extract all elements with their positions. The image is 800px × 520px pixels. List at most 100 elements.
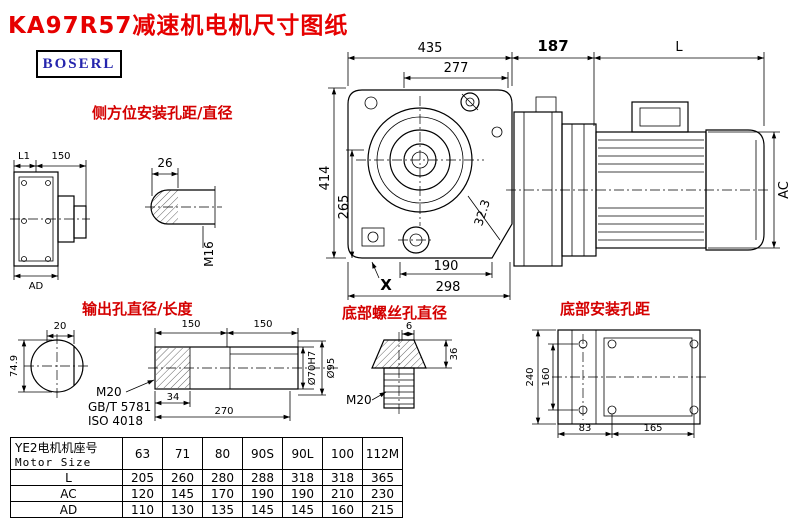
dim-hole-26: 26 <box>151 156 179 196</box>
dim-boss-95: Ø95 <box>298 340 337 396</box>
row-label: AD <box>10 501 123 518</box>
dim-240: 240 <box>525 367 536 386</box>
bottom-view <box>552 329 706 425</box>
table-cell: 260 <box>162 469 203 486</box>
output-shaft-end-view <box>24 334 90 398</box>
dim-AC: AC <box>777 181 792 199</box>
label-output-hole: 输出孔直径/长度 <box>82 300 193 318</box>
bolt-hole-icon <box>364 96 378 110</box>
dim-foot-83: 83 <box>557 414 613 438</box>
table-cell: 318 <box>282 469 323 486</box>
dim-L: L <box>675 40 683 55</box>
dim-26: 26 <box>157 156 172 170</box>
table-cell: 210 <box>322 485 363 502</box>
dim-screw-36: 36 <box>414 339 460 369</box>
dim-20: 20 <box>54 321 67 332</box>
dim-motor-fixed: 187 <box>512 37 595 126</box>
col-header: 63 <box>122 437 163 470</box>
table-cell: 205 <box>122 469 163 486</box>
table-cell: 288 <box>242 469 283 486</box>
dim-160: 160 <box>541 367 552 386</box>
dim-95: Ø95 <box>325 358 337 379</box>
col-header: 90S <box>242 437 283 470</box>
dim-277: 277 <box>444 61 469 76</box>
table-cell: 170 <box>202 485 243 502</box>
table-cell: 110 <box>122 501 163 518</box>
dim-bore-34: 34 <box>154 391 191 421</box>
brand-logo: BOSERL <box>36 50 122 78</box>
dim-hole-m16: M16 <box>202 226 216 267</box>
dim-motor-diameter: AC <box>708 131 792 249</box>
x-marker: X <box>371 261 392 294</box>
dim-70H7: Ø70H7 <box>306 351 318 385</box>
table-row: L 205 260 280 288 318 318 365 <box>10 469 403 486</box>
dim-base-span: 190 <box>399 259 493 278</box>
table-header-en: Motor Size <box>15 455 92 469</box>
dim-shaft-150b: 150 <box>226 319 299 347</box>
col-header: 100 <box>322 437 363 470</box>
rear-view <box>10 171 90 267</box>
dim-motor-length: L <box>594 40 765 126</box>
col-header: 80 <box>202 437 243 470</box>
table-cell: 365 <box>362 469 403 486</box>
motor-size-table: YE2电机机座号 Motor Size 63 71 80 90S 90L 100… <box>10 437 403 518</box>
front-view <box>347 89 513 259</box>
label-side-mount: 侧方位安装孔距/直径 <box>92 104 233 122</box>
table-header-row: YE2电机机座号 Motor Size 63 71 80 90S 90L 100… <box>10 437 403 470</box>
col-header: 71 <box>162 437 203 470</box>
dim-270: 270 <box>214 406 233 417</box>
dim-screw-6: 6 <box>401 321 415 340</box>
label-bottom-screw: 底部螺丝孔直径 <box>342 304 448 322</box>
dim-435: 435 <box>418 41 443 56</box>
table-cell: 145 <box>282 501 323 518</box>
table-cell: 318 <box>322 469 363 486</box>
table-header-cell: YE2电机机座号 Motor Size <box>10 437 123 470</box>
dim-414: 414 <box>318 166 333 191</box>
table-row: AD 110 130 135 145 145 160 215 <box>10 501 403 518</box>
dim-165: 165 <box>643 423 662 434</box>
dim-L1: L1 <box>18 151 30 162</box>
dim-foot-160: 160 <box>541 343 578 411</box>
bottom-screw-detail <box>371 332 427 416</box>
table-cell: 135 <box>202 501 243 518</box>
dim-base-width: 298 <box>347 262 511 300</box>
table-cell: 130 <box>162 501 203 518</box>
dim-AD: AD <box>29 281 44 292</box>
table-row: AC 120 145 170 190 190 210 230 <box>10 485 403 502</box>
terminal-box <box>631 101 689 133</box>
label-bottom-mount: 底部安装孔距 <box>560 300 651 318</box>
dim-shaft-749: 74.9 <box>9 339 52 393</box>
table-cell: 145 <box>162 485 203 502</box>
dim-187: 187 <box>537 37 568 55</box>
table-header-cn: YE2电机机座号 <box>15 440 98 455</box>
dim-190: 190 <box>434 259 459 274</box>
dim-34: 34 <box>167 392 180 403</box>
dim-overall-width: 435 <box>347 41 513 86</box>
label-shaft-m20: M20 <box>96 379 155 399</box>
table-cell: 120 <box>122 485 163 502</box>
page-title: KA97R57减速机电机尺寸图纸 <box>8 13 349 39</box>
dim-center-height: 265 <box>337 149 364 258</box>
row-label: L <box>10 469 123 486</box>
table-cell: 190 <box>242 485 283 502</box>
dim-6: 6 <box>406 321 412 332</box>
dim-265: 265 <box>337 195 352 220</box>
dim-298: 298 <box>436 280 461 295</box>
drain-plug <box>361 227 385 247</box>
side-view <box>506 96 770 267</box>
label-std-gb: GB/T 5781 <box>88 400 151 414</box>
dim-foot-240: 240 <box>525 329 556 425</box>
label-screw-m20: M20 <box>346 391 387 407</box>
dim-M16: M16 <box>202 241 216 267</box>
dim-150b: 150 <box>253 319 272 330</box>
dim-inner-width: 277 <box>403 61 509 88</box>
dim-height: 414 <box>318 87 346 259</box>
table-cell: 190 <box>282 485 323 502</box>
dim-74-9: 74.9 <box>9 355 20 377</box>
label-std-iso: ISO 4018 <box>88 414 143 428</box>
dim-shaft-270: 270 <box>154 391 291 421</box>
table-cell: 160 <box>322 501 363 518</box>
dim-bore-70h7: Ø70H7 <box>298 346 318 390</box>
row-label: AC <box>10 485 123 502</box>
